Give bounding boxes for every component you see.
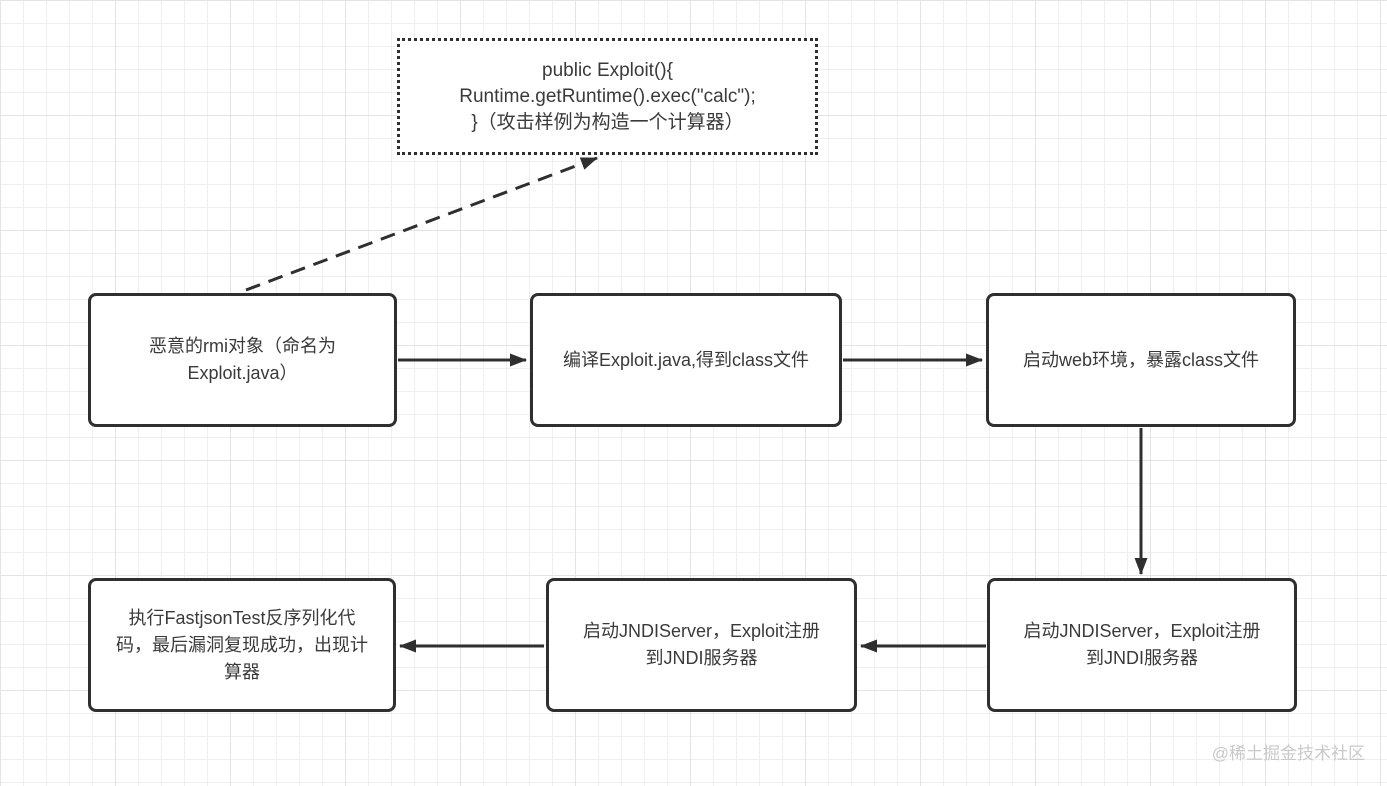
node-compile-exploit[interactable]: 编译Exploit.java,得到class文件: [530, 293, 842, 427]
node-run-fastjson-text: 执行FastjsonTest反序列化代 码，最后漏洞复现成功，出现计 算器: [116, 607, 368, 682]
node-start-jndi-right[interactable]: 启动JNDIServer，Exploit注册 到JNDI服务器: [987, 578, 1297, 712]
code-annotation-text: public Exploit(){ Runtime.getRuntime().e…: [459, 59, 756, 133]
node-start-jndi-middle[interactable]: 启动JNDIServer，Exploit注册 到JNDI服务器: [546, 578, 857, 712]
dashed-arrow-rmi-to-code[interactable]: [245, 156, 598, 292]
node-start-web-text: 启动web环境，暴露class文件: [1022, 349, 1260, 370]
node-code-annotation[interactable]: public Exploit(){ Runtime.getRuntime().e…: [397, 38, 818, 155]
watermark-text: @稀土掘金技术社区: [1211, 744, 1365, 763]
node-malicious-rmi-text: 恶意的rmi对象（命名为 Exploit.java）: [149, 336, 336, 383]
node-start-web[interactable]: 启动web环境，暴露class文件: [986, 293, 1296, 427]
node-start-jndi-right-text: 启动JNDIServer，Exploit注册 到JNDI服务器: [1023, 621, 1261, 668]
node-start-jndi-middle-text: 启动JNDIServer，Exploit注册 到JNDI服务器: [582, 621, 821, 668]
node-run-fastjson[interactable]: 执行FastjsonTest反序列化代 码，最后漏洞复现成功，出现计 算器: [88, 578, 396, 712]
node-compile-exploit-text: 编译Exploit.java,得到class文件: [562, 349, 810, 370]
node-malicious-rmi[interactable]: 恶意的rmi对象（命名为 Exploit.java）: [88, 293, 397, 427]
